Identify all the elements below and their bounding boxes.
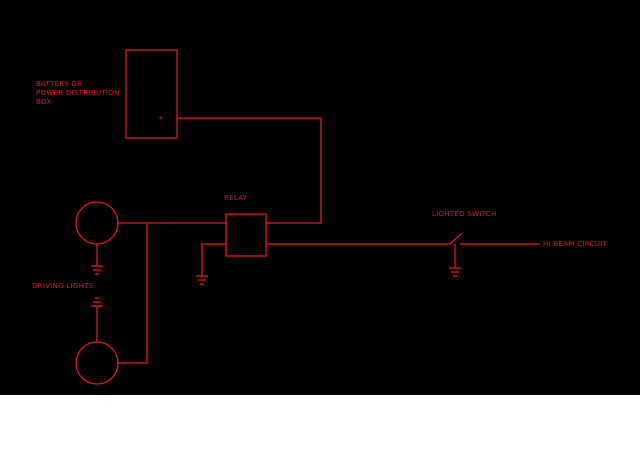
battery-box [125, 49, 178, 139]
wiring-diagram: BATTERY OR POWER DISTRIBUTION BOX + RELA… [32, 49, 608, 385]
lighted-switch-blade [449, 232, 463, 245]
hi-beam-label: HI BEAM CIRCUIT [543, 240, 608, 248]
driving-lights-label: DRIVING LIGHTS [32, 282, 94, 290]
lighted-switch-label: LIGHTED SWITCH [432, 210, 497, 218]
relay-ground-wire [201, 243, 226, 276]
relay-box [225, 213, 267, 257]
battery-label-line1: BATTERY OR [36, 80, 82, 88]
lower-light-feed-wire [117, 223, 148, 364]
wiring-diagram-canvas: BATTERY OR POWER DISTRIBUTION BOX + RELA… [0, 0, 640, 395]
relay-label: RELAY [224, 194, 248, 202]
battery-terminal-label: + [158, 114, 164, 122]
lower-driving-light [75, 341, 119, 385]
battery-label-line2: POWER DISTRIBUTION [36, 89, 120, 97]
battery-label-line3: BOX [36, 98, 51, 106]
blank-area [0, 395, 640, 471]
upper-driving-light [75, 201, 119, 245]
battery-feed-wire [177, 117, 322, 224]
